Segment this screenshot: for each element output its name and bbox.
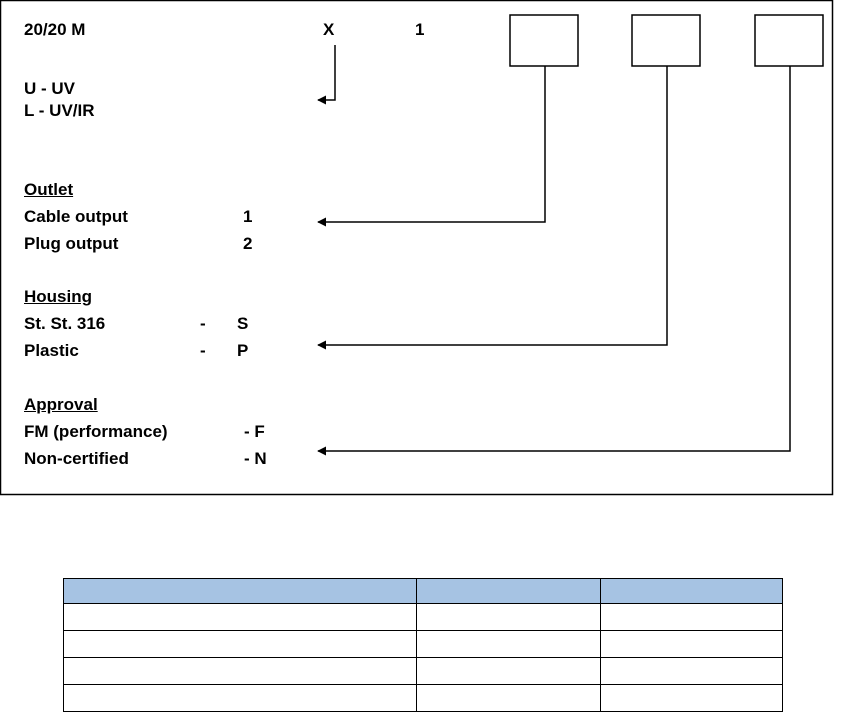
table-cell	[63, 603, 417, 631]
table-row	[63, 630, 783, 658]
table-cell	[416, 578, 601, 604]
approval-option-label: FM (performance)	[24, 422, 168, 441]
approval-option-code: - F	[244, 422, 265, 441]
outlet-option-code: 2	[243, 234, 253, 253]
approval-option-code: - N	[244, 449, 267, 468]
table-cell	[416, 603, 601, 631]
code-box-housing	[631, 14, 701, 67]
approval-title: Approval	[24, 395, 98, 414]
spec-table	[63, 578, 783, 712]
model-base: 20/20 M	[24, 20, 86, 39]
diagram-lines	[0, 0, 834, 496]
housing-option-dash: -	[200, 341, 206, 360]
sensor-option-uvir: L - UV/IR	[24, 101, 95, 120]
code-box-approval	[754, 14, 824, 67]
outlet-connector	[317, 66, 546, 227]
housing-option-label: St. St. 316	[24, 314, 106, 333]
table-cell	[600, 578, 783, 604]
diagram-border	[0, 0, 834, 496]
outlet-option-code: 1	[243, 207, 253, 226]
table-cell	[600, 630, 783, 658]
table-cell	[600, 603, 783, 631]
table-cell	[600, 684, 783, 712]
approval-connector	[317, 66, 791, 456]
model-fixed-digit: 1	[415, 20, 425, 39]
table-cell	[63, 684, 417, 712]
outlet-option-label: Cable output	[24, 207, 128, 226]
table-header-row	[63, 578, 783, 604]
table-cell	[416, 684, 601, 712]
housing-option-label: Plastic	[24, 341, 79, 360]
table-cell	[416, 657, 601, 685]
housing-option-dash: -	[200, 314, 206, 333]
housing-option-code: S	[237, 314, 249, 333]
table-cell	[63, 657, 417, 685]
sensor-option-uv: U - UV	[24, 79, 75, 98]
code-box-outlet	[509, 14, 579, 67]
outlet-option-label: Plug output	[24, 234, 119, 253]
model-x-slot: X	[323, 20, 335, 39]
table-row	[63, 603, 783, 631]
ordering-code-diagram: 20/20 M X 1 U - UV L - UV/IR Outlet Cabl…	[0, 0, 834, 496]
table-cell	[416, 630, 601, 658]
table-cell	[63, 630, 417, 658]
approval-option-label: Non-certified	[24, 449, 129, 468]
table-row	[63, 657, 783, 685]
table-cell	[600, 657, 783, 685]
sensor-connector	[317, 45, 336, 105]
housing-title: Housing	[24, 287, 92, 306]
housing-connector	[317, 66, 668, 350]
housing-option-code: P	[237, 341, 249, 360]
table-row	[63, 684, 783, 712]
table-cell	[63, 578, 417, 604]
outlet-title: Outlet	[24, 180, 74, 199]
